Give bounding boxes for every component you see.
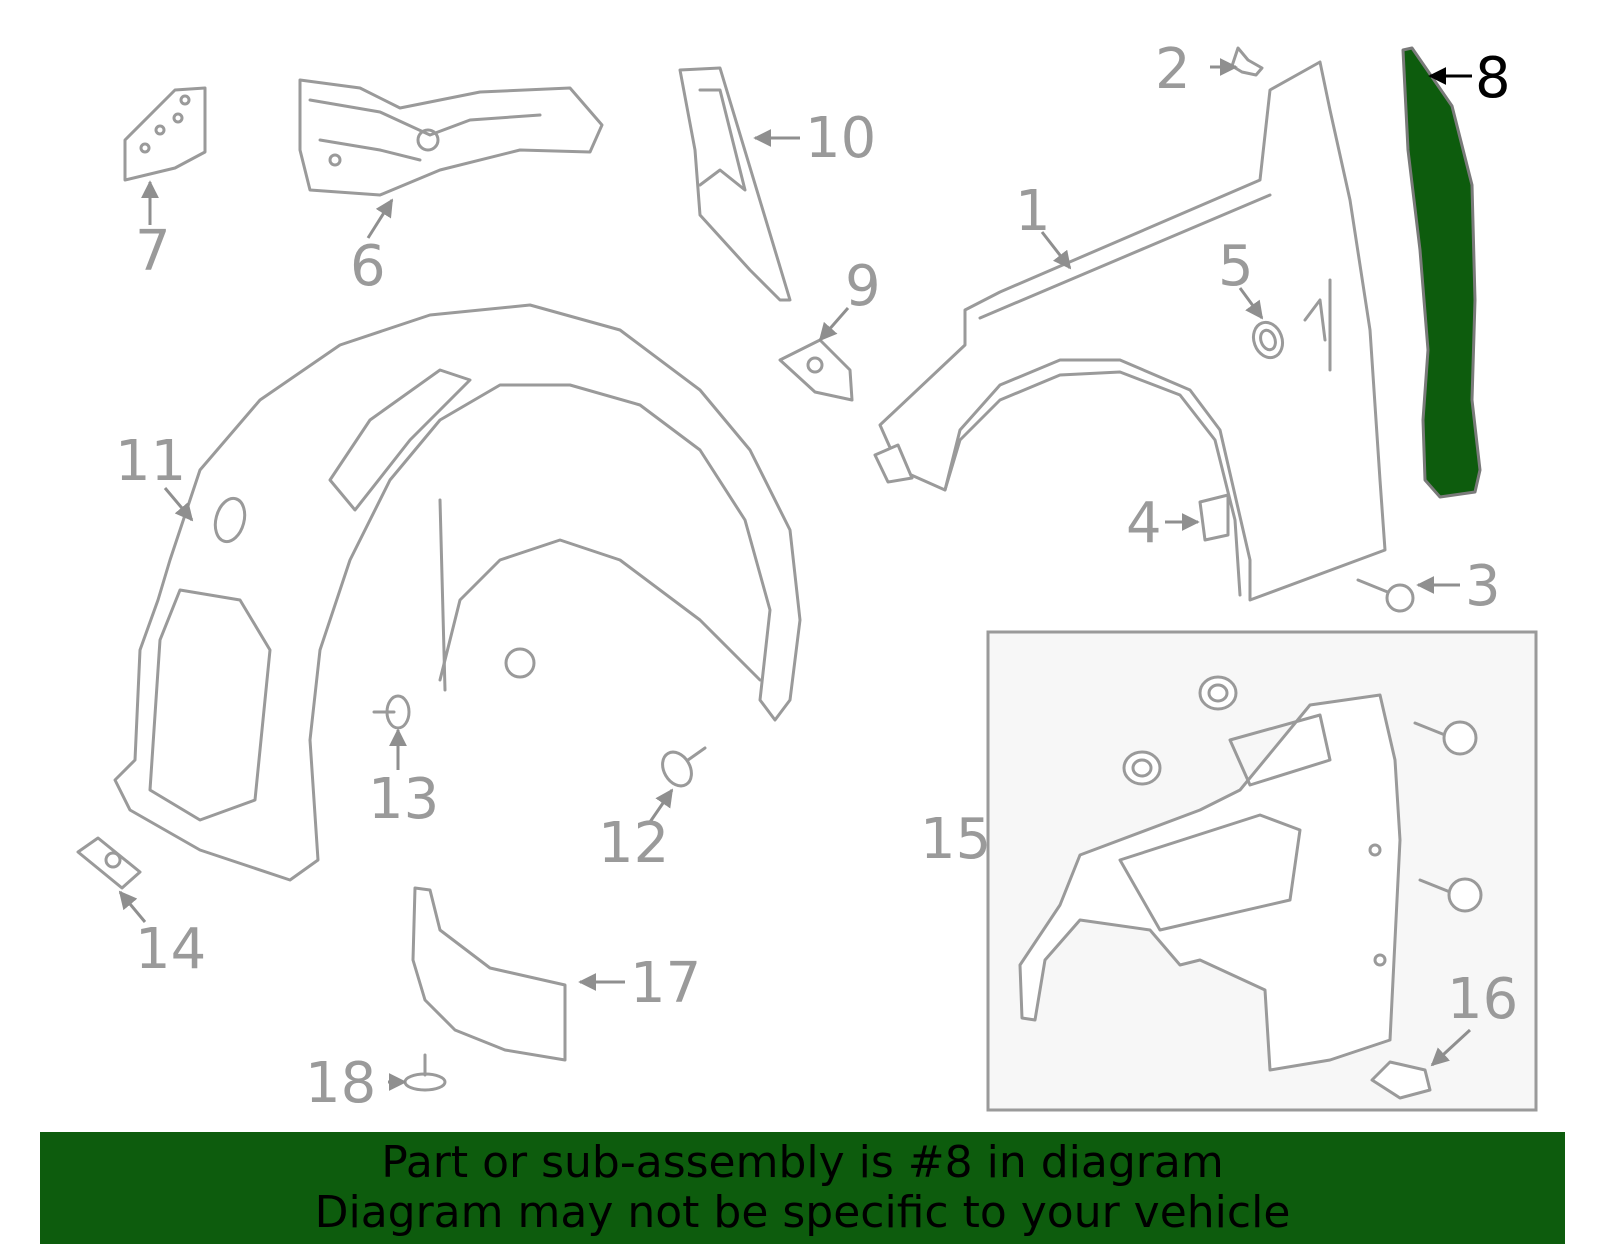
callout-9: 9 xyxy=(845,254,881,319)
part-1-fender: 1 xyxy=(873,60,1387,602)
callout-8: 8 xyxy=(1475,46,1511,111)
callout-12: 12 xyxy=(598,811,669,876)
screw-top xyxy=(1413,720,1478,756)
notice-line-2: Diagram may not be specific to your vehi… xyxy=(314,1187,1291,1238)
part-4-pad: 4 xyxy=(1126,491,1230,556)
callout-13: 13 xyxy=(368,767,439,832)
part-16-clip: 16 xyxy=(1370,967,1518,1100)
callout-10: 10 xyxy=(805,106,876,171)
callout-2: 2 xyxy=(1155,37,1191,102)
part-6-apron-bracket: 6 xyxy=(298,78,604,299)
callout-11: 11 xyxy=(115,429,186,494)
callout-16: 16 xyxy=(1447,967,1518,1032)
parts-diagram: 7 6 10 9 1 2 xyxy=(76,37,1538,1116)
part-9-bracket: 9 xyxy=(778,254,881,402)
callout-1: 1 xyxy=(1015,179,1051,244)
part-17-splash-shield: 17 xyxy=(411,886,701,1062)
part-12-push-clip: 12 xyxy=(598,746,707,876)
part-5-grommet: 5 xyxy=(1218,234,1285,360)
callout-18: 18 xyxy=(305,1051,376,1116)
part-13-pin: 13 xyxy=(368,694,439,832)
part-18-clip: 18 xyxy=(305,1051,447,1116)
callout-4: 4 xyxy=(1126,491,1162,556)
part-15-kit-box: 15 xyxy=(920,630,1538,1112)
callout-3: 3 xyxy=(1465,554,1501,619)
part-2-clip: 2 xyxy=(1155,37,1264,102)
part-11-wheelhouse-liner: 11 xyxy=(113,303,802,882)
notice-line-1: Part or sub-assembly is #8 in diagram xyxy=(381,1137,1224,1188)
part-8-seal-highlighted: 8 xyxy=(1401,46,1511,499)
callout-5: 5 xyxy=(1218,234,1254,299)
part-7-bracket: 7 xyxy=(123,86,207,284)
notice-banner: Part or sub-assembly is #8 in diagram Di… xyxy=(40,1132,1565,1244)
part-3-screw: 3 xyxy=(1356,554,1501,619)
callout-17: 17 xyxy=(630,951,701,1016)
callout-15: 15 xyxy=(920,807,991,872)
callout-14: 14 xyxy=(135,917,206,982)
screw-bottom xyxy=(1418,877,1483,913)
callout-6: 6 xyxy=(350,234,386,299)
part-14-nut-clip: 14 xyxy=(76,836,206,982)
part-10-filler-panel: 10 xyxy=(678,66,876,302)
callout-7: 7 xyxy=(135,219,171,284)
